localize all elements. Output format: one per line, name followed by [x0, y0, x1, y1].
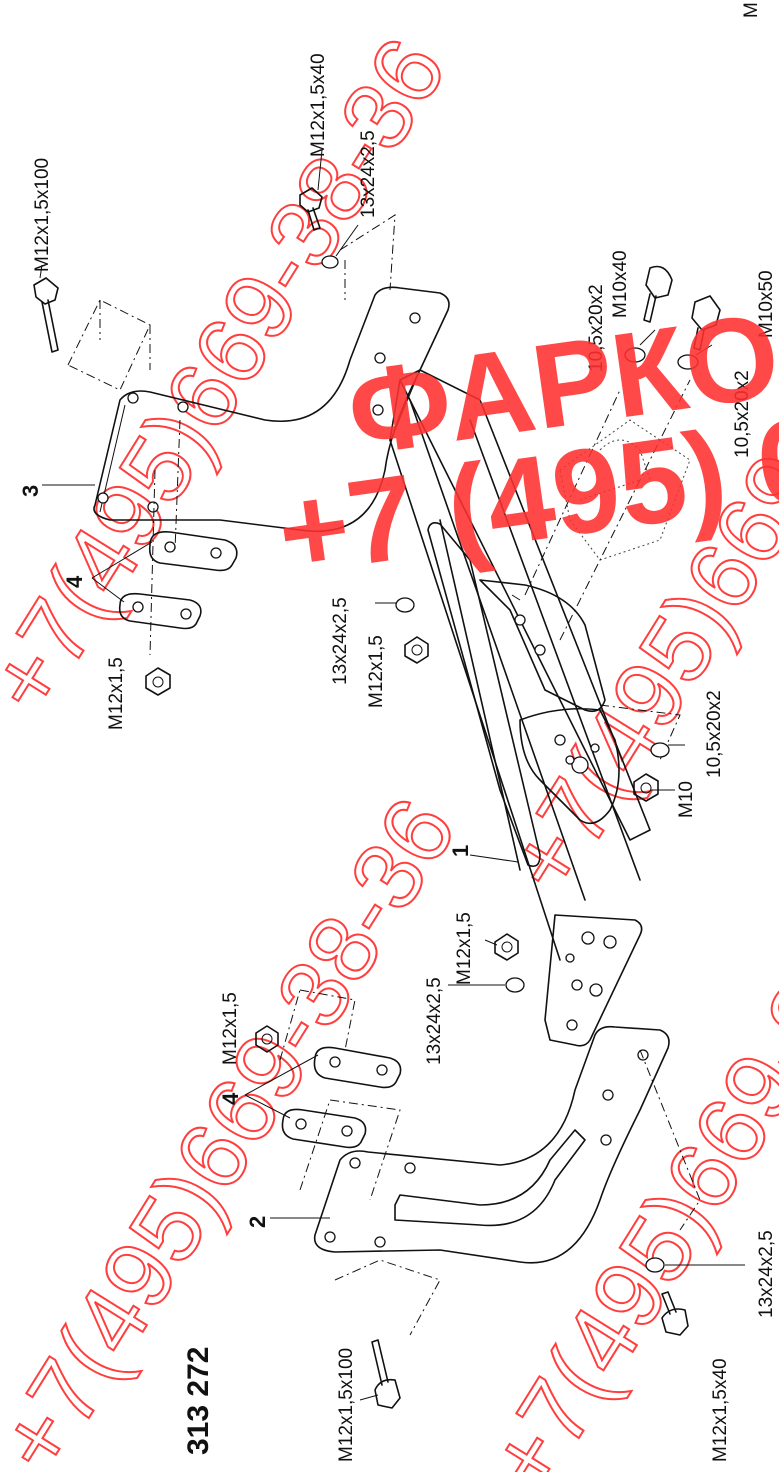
washer-bottom-right-icon [645, 1257, 665, 1273]
corner-letter: M [741, 2, 762, 18]
callout-plates-top: 4 [62, 575, 87, 588]
label-bolt-top-short: M12x1,5x40 [308, 53, 329, 157]
watermark-phone-right-bottom: +7(495)669-38-36 [467, 800, 779, 1472]
bolt-bottom-long-icon [371, 1339, 401, 1409]
label-washer-top-right: 13x24x2,5 [358, 130, 379, 218]
label-bolt-ball-a: M10x40 [610, 250, 631, 318]
watermark-phone-bottom: +7(495)669-38-36 [0, 780, 477, 1472]
bolt-ball-b-icon [691, 295, 721, 351]
label-bolt-top-long: M12x1,5x100 [32, 158, 53, 272]
callout-frame: 1 [448, 845, 473, 857]
main-frame-part-1 [389, 369, 691, 1047]
label-nut-mid-top: M12x1,5 [366, 635, 387, 708]
leader-lines [39, 149, 745, 1401]
washer-mid-bottom-icon [505, 977, 525, 993]
nut-ball-c-icon [633, 773, 659, 802]
callout-right-bracket: 3 [18, 485, 43, 497]
label-washer-mid-bottom: 13x24x2,5 [424, 977, 445, 1065]
fasteners [33, 187, 721, 1409]
label-bolt-bottom-long: M12x1,5x100 [336, 1348, 357, 1462]
bolt-ball-a-icon [643, 265, 673, 323]
part-number: 313 272 [182, 1347, 215, 1455]
plates-top [118, 419, 238, 656]
nut-mid-top-icon [404, 636, 429, 664]
label-washer-bottom-right: 13x24x2,5 [756, 1230, 777, 1318]
label-nut-top-left: M12x1,5 [106, 657, 127, 730]
label-washer-ball-c: 10,5x20x2 [704, 690, 725, 778]
bolt-top-long-icon [33, 277, 59, 353]
label-nut-mid-bottom: M12x1,5 [454, 912, 475, 985]
bolt-bottom-short-icon [661, 1291, 689, 1336]
nut-bottom-left-icon [255, 1025, 279, 1053]
washer-ball-a-icon [624, 347, 646, 363]
label-washer-ball-b: 10,5x20x2 [732, 370, 753, 458]
washer-ball-b-icon [677, 354, 699, 370]
washer-mid-top-icon [395, 597, 415, 613]
bracket-right-part-3 [67, 214, 450, 532]
bracket-left-part-2 [299, 1025, 701, 1336]
bolt-top-short-icon [299, 187, 323, 231]
label-bolt-bottom-short: M12x1,5x40 [710, 1358, 731, 1462]
label-washer-ball-a: 10,5x20x2 [586, 284, 607, 372]
callout-left-bracket: 2 [245, 1216, 270, 1228]
label-nut-bottom-left: M12x1,5 [220, 992, 241, 1065]
nut-top-left-icon [145, 667, 171, 696]
label-bolt-ball-b: M10x50 [756, 270, 777, 338]
washer-top-right-icon [321, 255, 339, 269]
callout-plates-bottom: 4 [218, 1092, 243, 1105]
plates-bottom [279, 989, 402, 1149]
label-nut-ball-c: M10 [676, 781, 697, 818]
nut-mid-bottom-icon [494, 933, 519, 961]
washer-ball-c-icon [650, 742, 670, 758]
label-washer-mid-top: 13x24x2,5 [330, 597, 351, 685]
